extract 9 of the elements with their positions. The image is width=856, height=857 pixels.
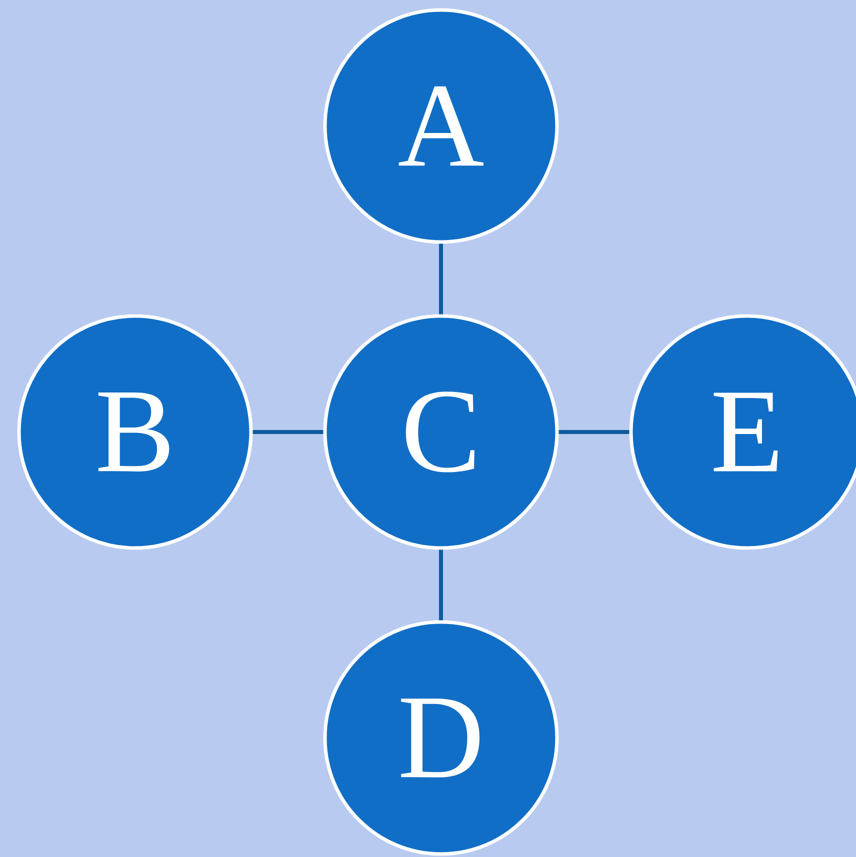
circle-node: A [323, 8, 559, 244]
connector-line [558, 430, 630, 434]
circle-node: E [629, 314, 856, 550]
circle-node: D [323, 620, 559, 856]
connector-line [252, 430, 324, 434]
connector-line [439, 244, 443, 314]
circle-node: C [323, 314, 559, 550]
connector-line [439, 550, 443, 620]
circle-node: B [17, 314, 253, 550]
